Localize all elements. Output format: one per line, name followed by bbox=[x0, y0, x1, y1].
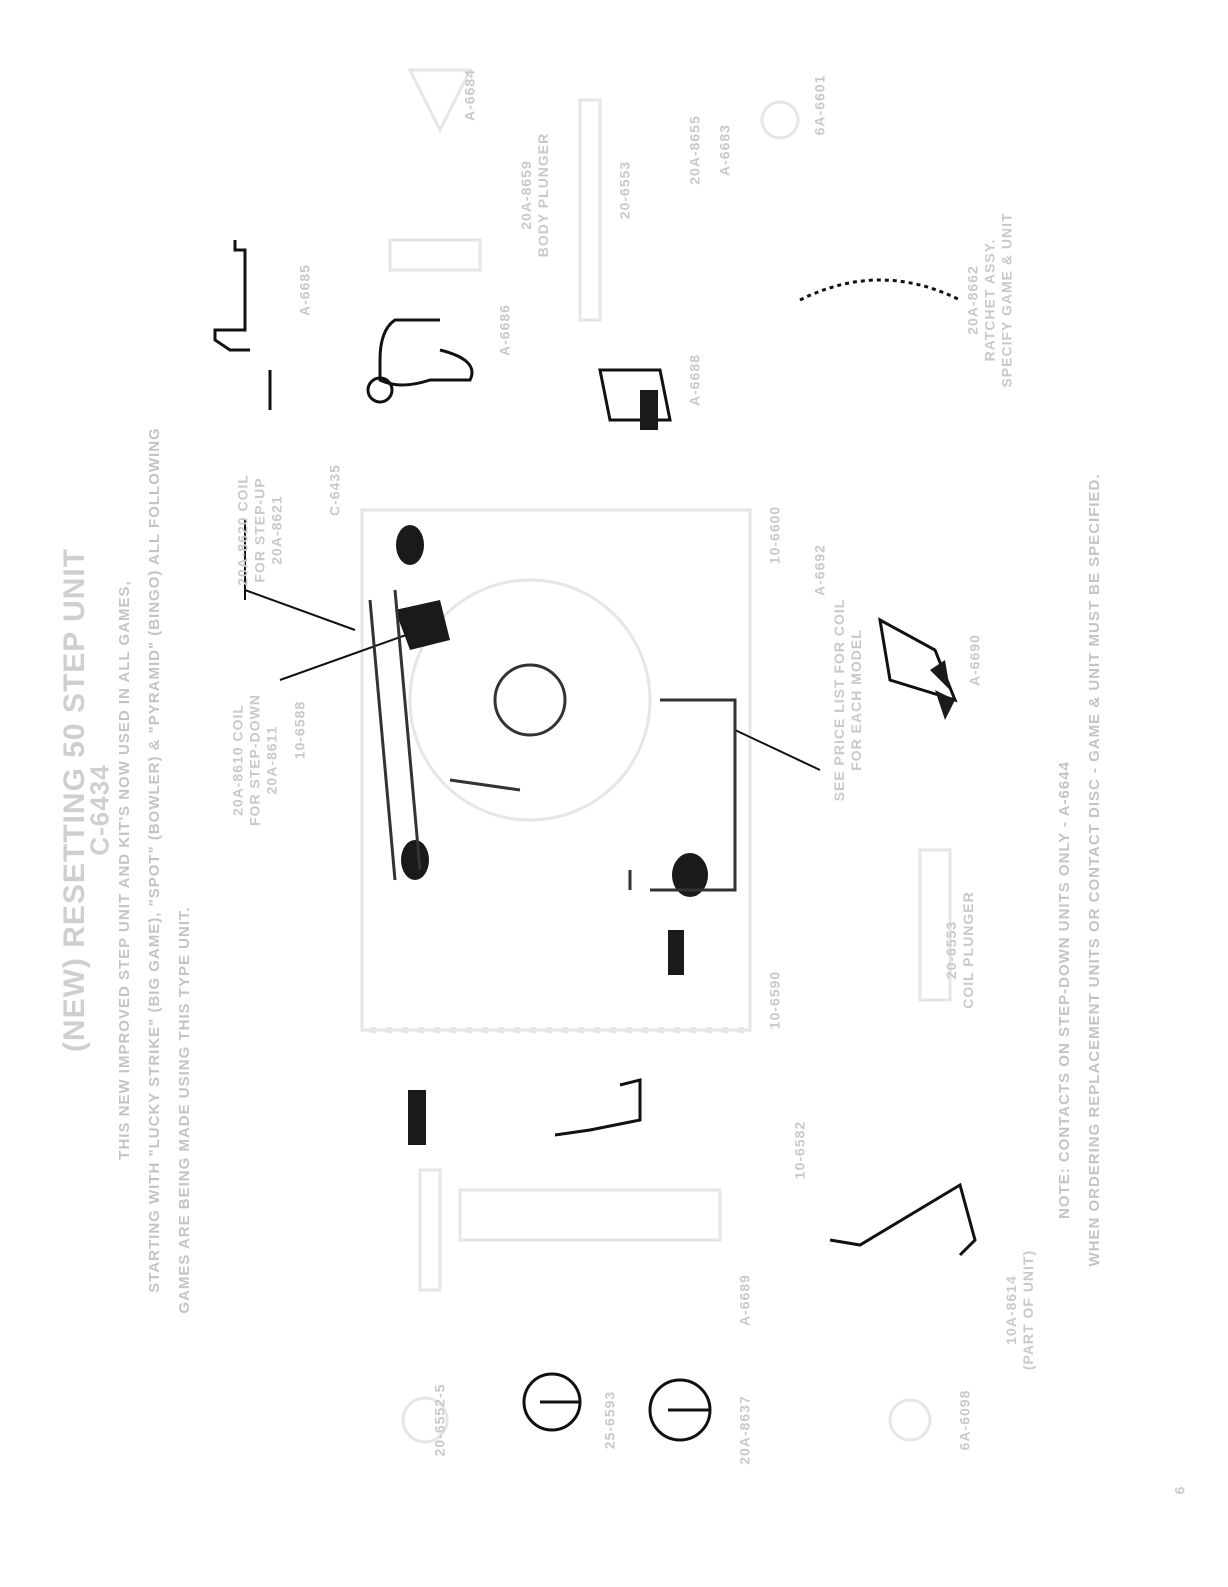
part-label-10-6600: 10-6600 bbox=[766, 505, 783, 565]
stop-lever bbox=[554, 1078, 642, 1137]
part-label-a6690: A-6690 bbox=[966, 634, 983, 686]
part-label-a6682: 20A-8655 bbox=[686, 115, 703, 185]
black-solid-parts bbox=[395, 390, 955, 1145]
bracket-outline bbox=[407, 68, 473, 134]
part-label-plunger: 20A-8659 BODY PLUNGER bbox=[518, 132, 551, 258]
gear-teeth-edge bbox=[799, 278, 961, 302]
part-label-lever: 10-6590 bbox=[766, 970, 783, 1030]
spring-wire bbox=[829, 1182, 977, 1257]
intro-line-1: THIS NEW IMPROVED STEP UNIT AND KIT'S NO… bbox=[116, 580, 133, 1160]
pawl bbox=[378, 318, 474, 387]
intro-line-2: STARTING WITH "LUCKY STRIKE" (BIG GAME),… bbox=[146, 427, 163, 1293]
contact-plate bbox=[598, 368, 672, 422]
dark-parts bbox=[213, 240, 977, 1442]
part-label-arm-assy: A-6689 bbox=[736, 1274, 753, 1326]
unit-frame-outline bbox=[360, 508, 752, 1032]
contact-plate-2 bbox=[878, 617, 958, 703]
ratchet-gear-outline bbox=[408, 578, 652, 822]
note-line-1: NOTE: CONTACTS ON STEP-DOWN UNITS ONLY -… bbox=[1056, 761, 1073, 1219]
part-label-coil-info-2: 20A-8610 COIL FOR STEP-DOWN 20A-8611 bbox=[229, 694, 280, 826]
main-coil bbox=[368, 589, 422, 881]
intro-line-3: GAMES ARE BEING MADE USING THIS TYPE UNI… bbox=[176, 906, 193, 1314]
part-label-clip1: 25-6593 bbox=[601, 1390, 618, 1450]
part-label-spring-link: 10-6588 bbox=[291, 700, 308, 760]
part-label-step-coil: SEE PRICE LIST FOR COIL FOR EACH MODEL bbox=[831, 598, 864, 802]
part-label-a6683: A-6683 bbox=[716, 124, 733, 176]
part-label-arm1: A-6685 bbox=[296, 264, 313, 316]
part-label-nut: 6A-6098 bbox=[956, 1389, 973, 1451]
part-label-coil-plunger: 20-6553 COIL PLUNGER bbox=[943, 891, 976, 1009]
part-label-plate: A-6688 bbox=[686, 354, 703, 406]
part-label-shaft: 20-6553 bbox=[616, 160, 633, 220]
step-coil bbox=[628, 698, 737, 892]
part-label-a6692: A-6692 bbox=[811, 544, 828, 596]
part-label-a6684: A-6684 bbox=[461, 69, 478, 121]
part-label-ratchet: 20A-8662 RATCHET ASSY. SPECIFY GAME & UN… bbox=[964, 212, 1015, 388]
part-label-clip2: 20A-8637 bbox=[736, 1395, 753, 1465]
part-label-washer: 6A-6601 bbox=[811, 74, 828, 136]
latch-arm bbox=[213, 240, 272, 410]
note-line-2: WHEN ORDERING REPLACEMENT UNITS OR CONTA… bbox=[1086, 473, 1103, 1267]
pawl-roller bbox=[366, 376, 394, 404]
page-number: 6 bbox=[1171, 1485, 1188, 1495]
part-label-bracket: A-6686 bbox=[496, 304, 513, 356]
part-label-coil-info: 20A-8620 COIL FOR STEP-UP 20A-8621 bbox=[234, 474, 285, 586]
part-label-arm2: 10-6582 bbox=[791, 1120, 808, 1180]
part-label-c6435: C-6435 bbox=[326, 464, 343, 516]
part-label-spring: 10A-8614 (PART OF UNIT) bbox=[1003, 1249, 1036, 1371]
part-label-screw: 20-6552-5 bbox=[431, 1383, 448, 1457]
